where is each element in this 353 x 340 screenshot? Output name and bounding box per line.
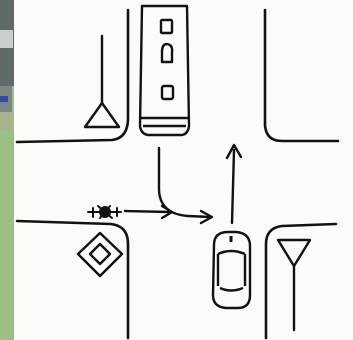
paper-sheet bbox=[14, 0, 353, 340]
bicycle-arrow bbox=[125, 211, 170, 212]
bicycle bbox=[88, 206, 121, 218]
